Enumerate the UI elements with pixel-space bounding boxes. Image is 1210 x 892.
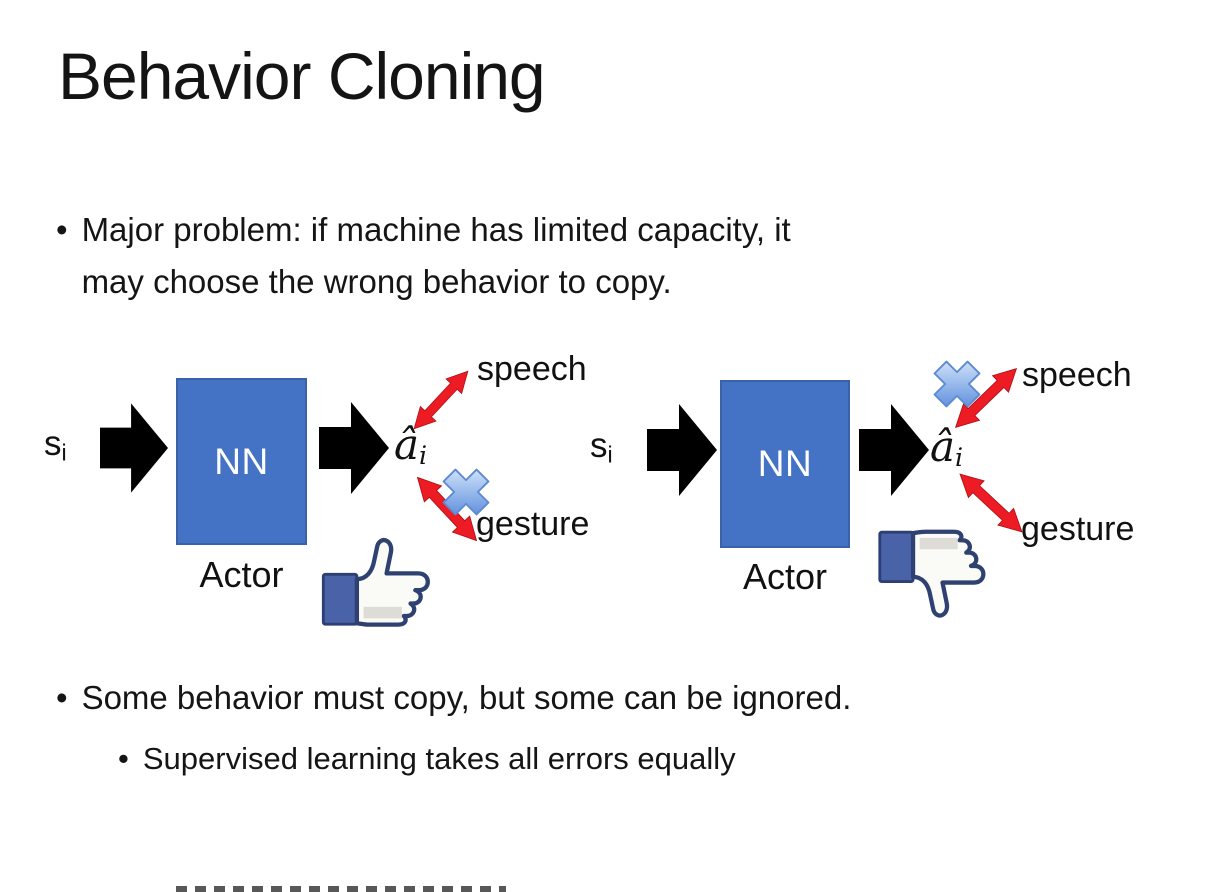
right-nn-label: NN [757,443,813,484]
left-gesture-label: gesture [476,505,590,543]
right-input-block-arrow-icon [647,404,717,496]
right-speech-label: speech [1022,356,1132,394]
thumbs-down-icon [878,529,986,618]
bullet-supervised-text: Supervised learning takes all errors equ… [142,741,736,776]
left-cross-out-icon [442,468,490,516]
left-output-block-arrow-icon [319,402,389,494]
left-nn-box: NN [176,378,307,545]
thumbs-up-icon [321,538,430,627]
right-output-label: âi [930,422,964,473]
right-gesture-double-arrow-icon [959,473,1023,533]
left-actor-label: Actor [199,554,284,595]
right-input-label: si [590,426,613,468]
right-cross-out-icon [933,360,981,408]
clipped-text-fragment [176,886,506,892]
right-nn-box: NN [720,380,850,548]
left-input-block-arrow-icon [100,403,168,493]
left-gesture-double-arrow-icon [416,476,478,542]
right-output-block-arrow-icon [859,404,929,496]
left-speech-double-arrow-icon [413,370,469,430]
bullet-glyph: • [56,211,68,248]
bullet-major-problem: • Major problem: if machine has limited … [56,204,791,308]
right-actor-label: Actor [742,556,828,597]
slide-title: Behavior Cloning [58,39,546,113]
right-gesture-label: gesture [1021,510,1135,548]
left-input-label: si [44,424,67,466]
left-nn-label: NN [214,440,269,482]
bullet-supervised: • Supervised learning takes all errors e… [118,736,736,782]
bullet-some-behavior: • Some behavior must copy, but some can … [56,674,851,722]
bullet-glyph: • [56,679,68,716]
right-speech-double-arrow-icon [954,367,1018,429]
bullet-some-behavior-text: Some behavior must copy, but some can be… [81,679,852,716]
bullet-glyph: • [118,741,129,776]
bullet-major-problem-text: Major problem: if machine has limited ca… [81,211,791,300]
left-speech-label: speech [477,350,587,388]
